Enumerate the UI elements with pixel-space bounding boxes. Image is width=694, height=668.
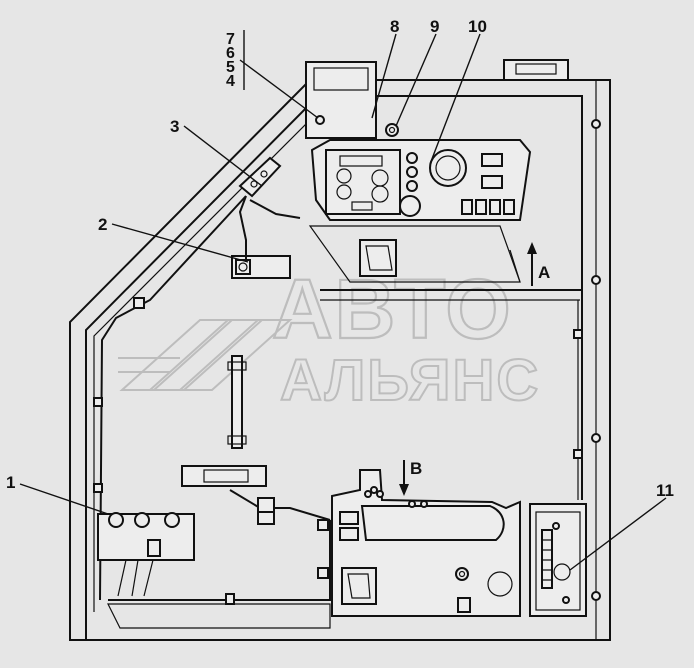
switch-knob-icon: [399, 195, 421, 217]
roof-vent: [503, 59, 569, 81]
center-console: [308, 225, 582, 301]
leader-lines: [19, 30, 667, 571]
view-marker-b: B: [410, 459, 422, 478]
gauge-icon: [336, 168, 389, 203]
callout-1: 1: [6, 473, 15, 492]
watermark: АВТО АЛЬЯНС: [118, 261, 540, 414]
mount-bracket: [181, 355, 275, 525]
round-gauge-icon: [429, 149, 467, 187]
watermark-logo-icon: [118, 319, 293, 391]
callouts: 1 2 3 8 9 10 11: [6, 17, 674, 500]
instrument-panel: [310, 139, 532, 221]
lamp-9: [385, 123, 399, 137]
callout-11: 11: [656, 481, 674, 500]
view-arrow-b: B: [399, 459, 422, 496]
lower-console: [331, 469, 521, 617]
rocker-switch: [481, 153, 503, 167]
callout-8: 8: [390, 17, 399, 36]
switch-knob-icon: [455, 567, 469, 581]
callout-9: 9: [430, 17, 439, 36]
stack-label-5: 5: [226, 59, 235, 76]
callout-2: 2: [98, 215, 107, 234]
module-11: [529, 503, 587, 617]
callout-3: 3: [170, 117, 179, 136]
floor-plate: [107, 603, 331, 629]
callout-stack: 7 6 5 4: [226, 31, 235, 90]
connector-block-1: [97, 512, 195, 561]
indicator-lamp-icon: [406, 152, 418, 164]
view-arrow-a: A: [527, 242, 550, 286]
view-marker-a: A: [538, 263, 550, 282]
rivets: [364, 486, 428, 508]
switch-block: [461, 199, 515, 215]
body-bolts: [591, 119, 601, 601]
stack-label-7: 7: [226, 31, 235, 48]
junction-bracket-3: [238, 156, 282, 198]
control-unit-8: [305, 61, 377, 139]
stack-label-6: 6: [226, 45, 235, 62]
watermark-line-2: АЛЬЯНС: [280, 348, 540, 413]
callout-10: 10: [468, 17, 487, 36]
stack-label-4: 4: [226, 73, 235, 90]
